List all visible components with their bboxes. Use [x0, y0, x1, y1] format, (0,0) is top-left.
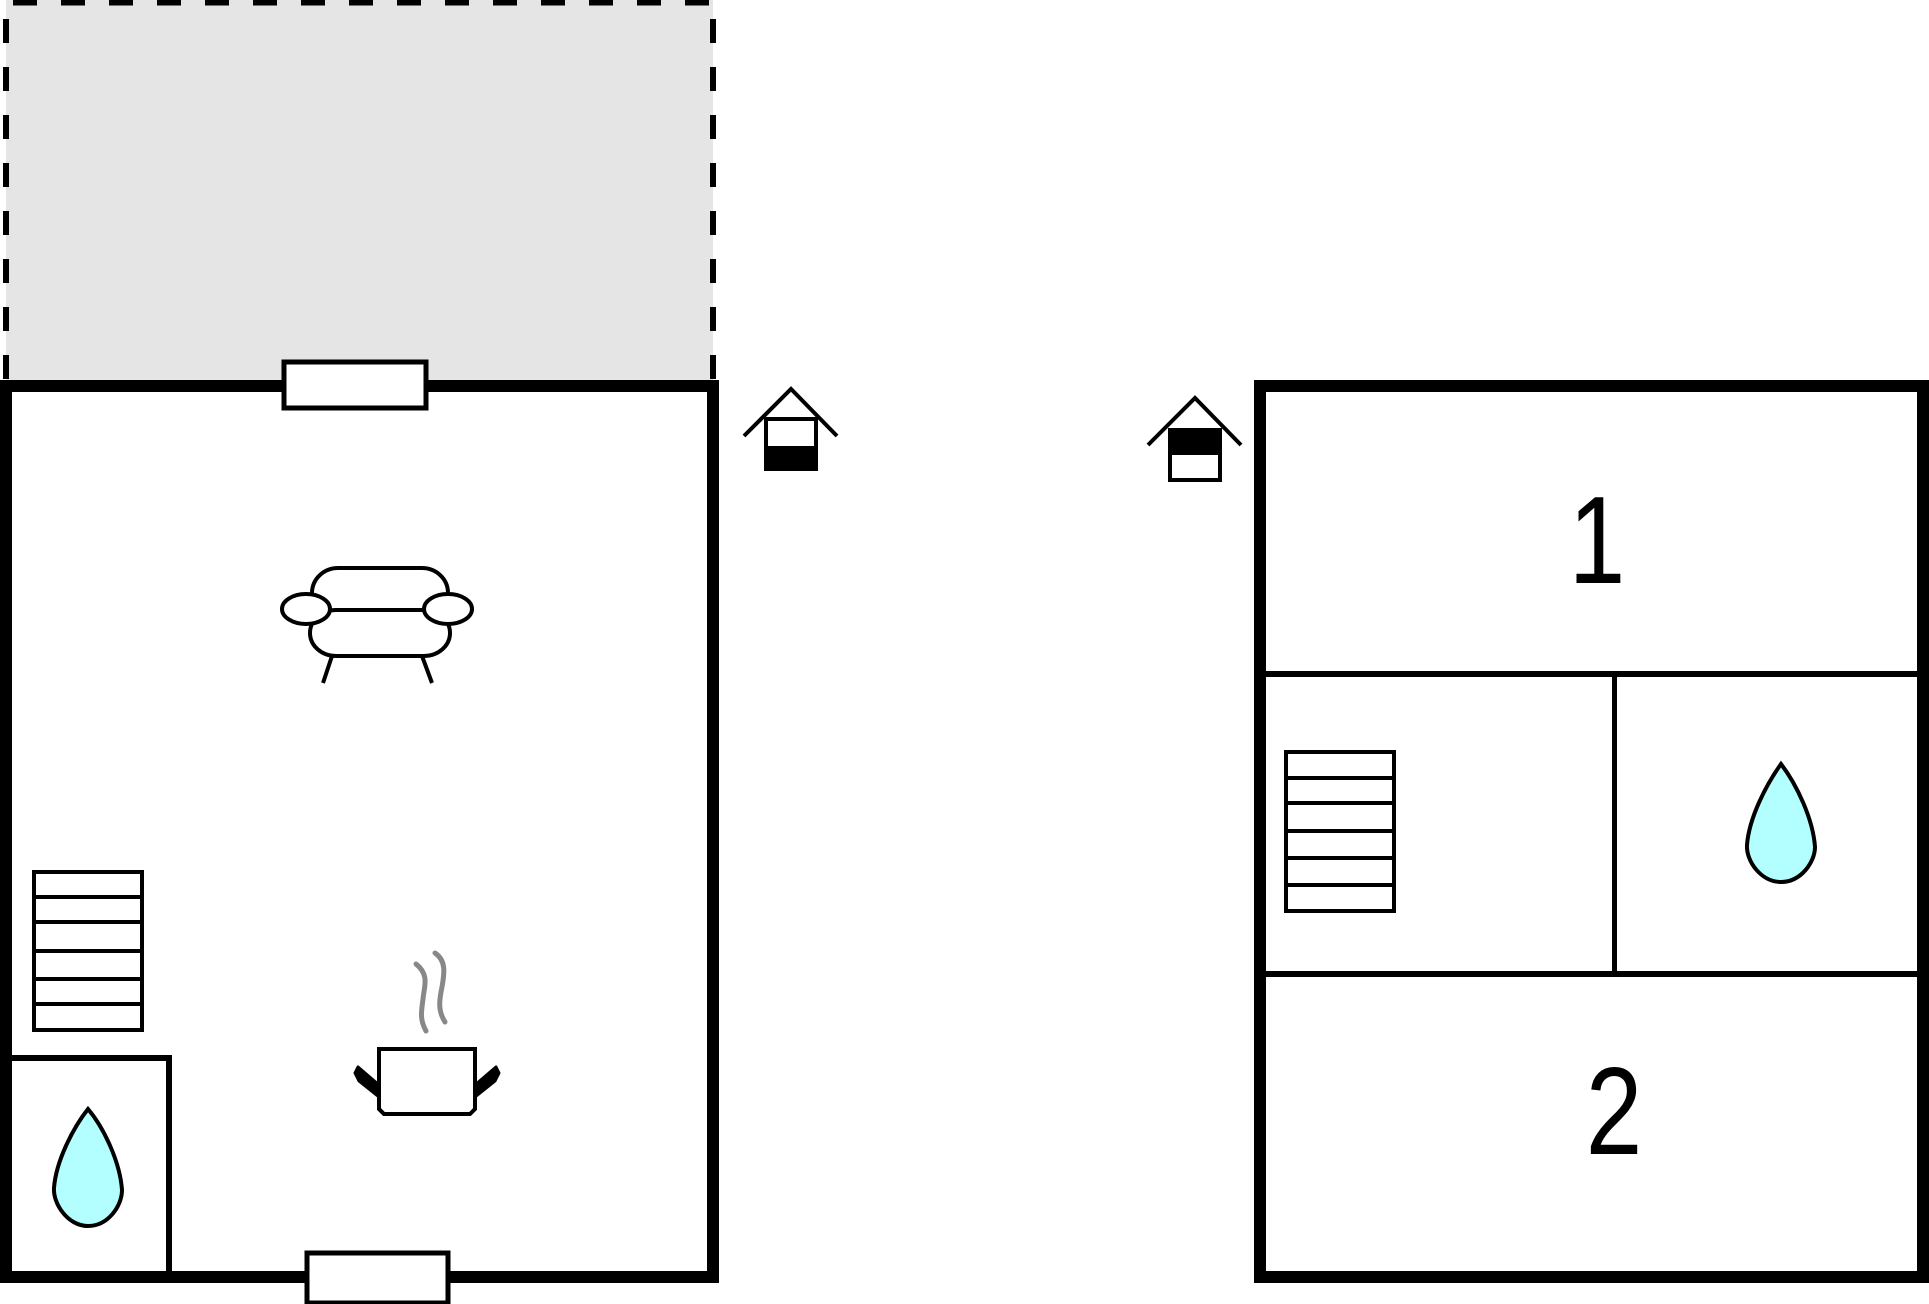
- room-label-bedroom-1: 1: [1568, 472, 1626, 610]
- house-upper-floor-icon: [1146, 395, 1243, 482]
- water-drop-icon: [1745, 760, 1818, 885]
- top-door[interactable]: [281, 359, 429, 411]
- sofa-icon: [280, 566, 474, 684]
- bottom-door[interactable]: [304, 1250, 451, 1304]
- cooking-pot-icon: [353, 950, 501, 1116]
- bathroom-partition-wall: [6, 1055, 172, 1277]
- terrace: [3, 0, 716, 386]
- room-label-bedroom-2: 2: [1585, 1043, 1643, 1181]
- stairs-icon: [32, 870, 144, 1032]
- water-drop-icon: [52, 1105, 125, 1229]
- upper-floor-outer-wall: [1254, 380, 1929, 1283]
- stairs-icon: [1284, 750, 1396, 913]
- house-ground-floor-icon: [742, 386, 839, 471]
